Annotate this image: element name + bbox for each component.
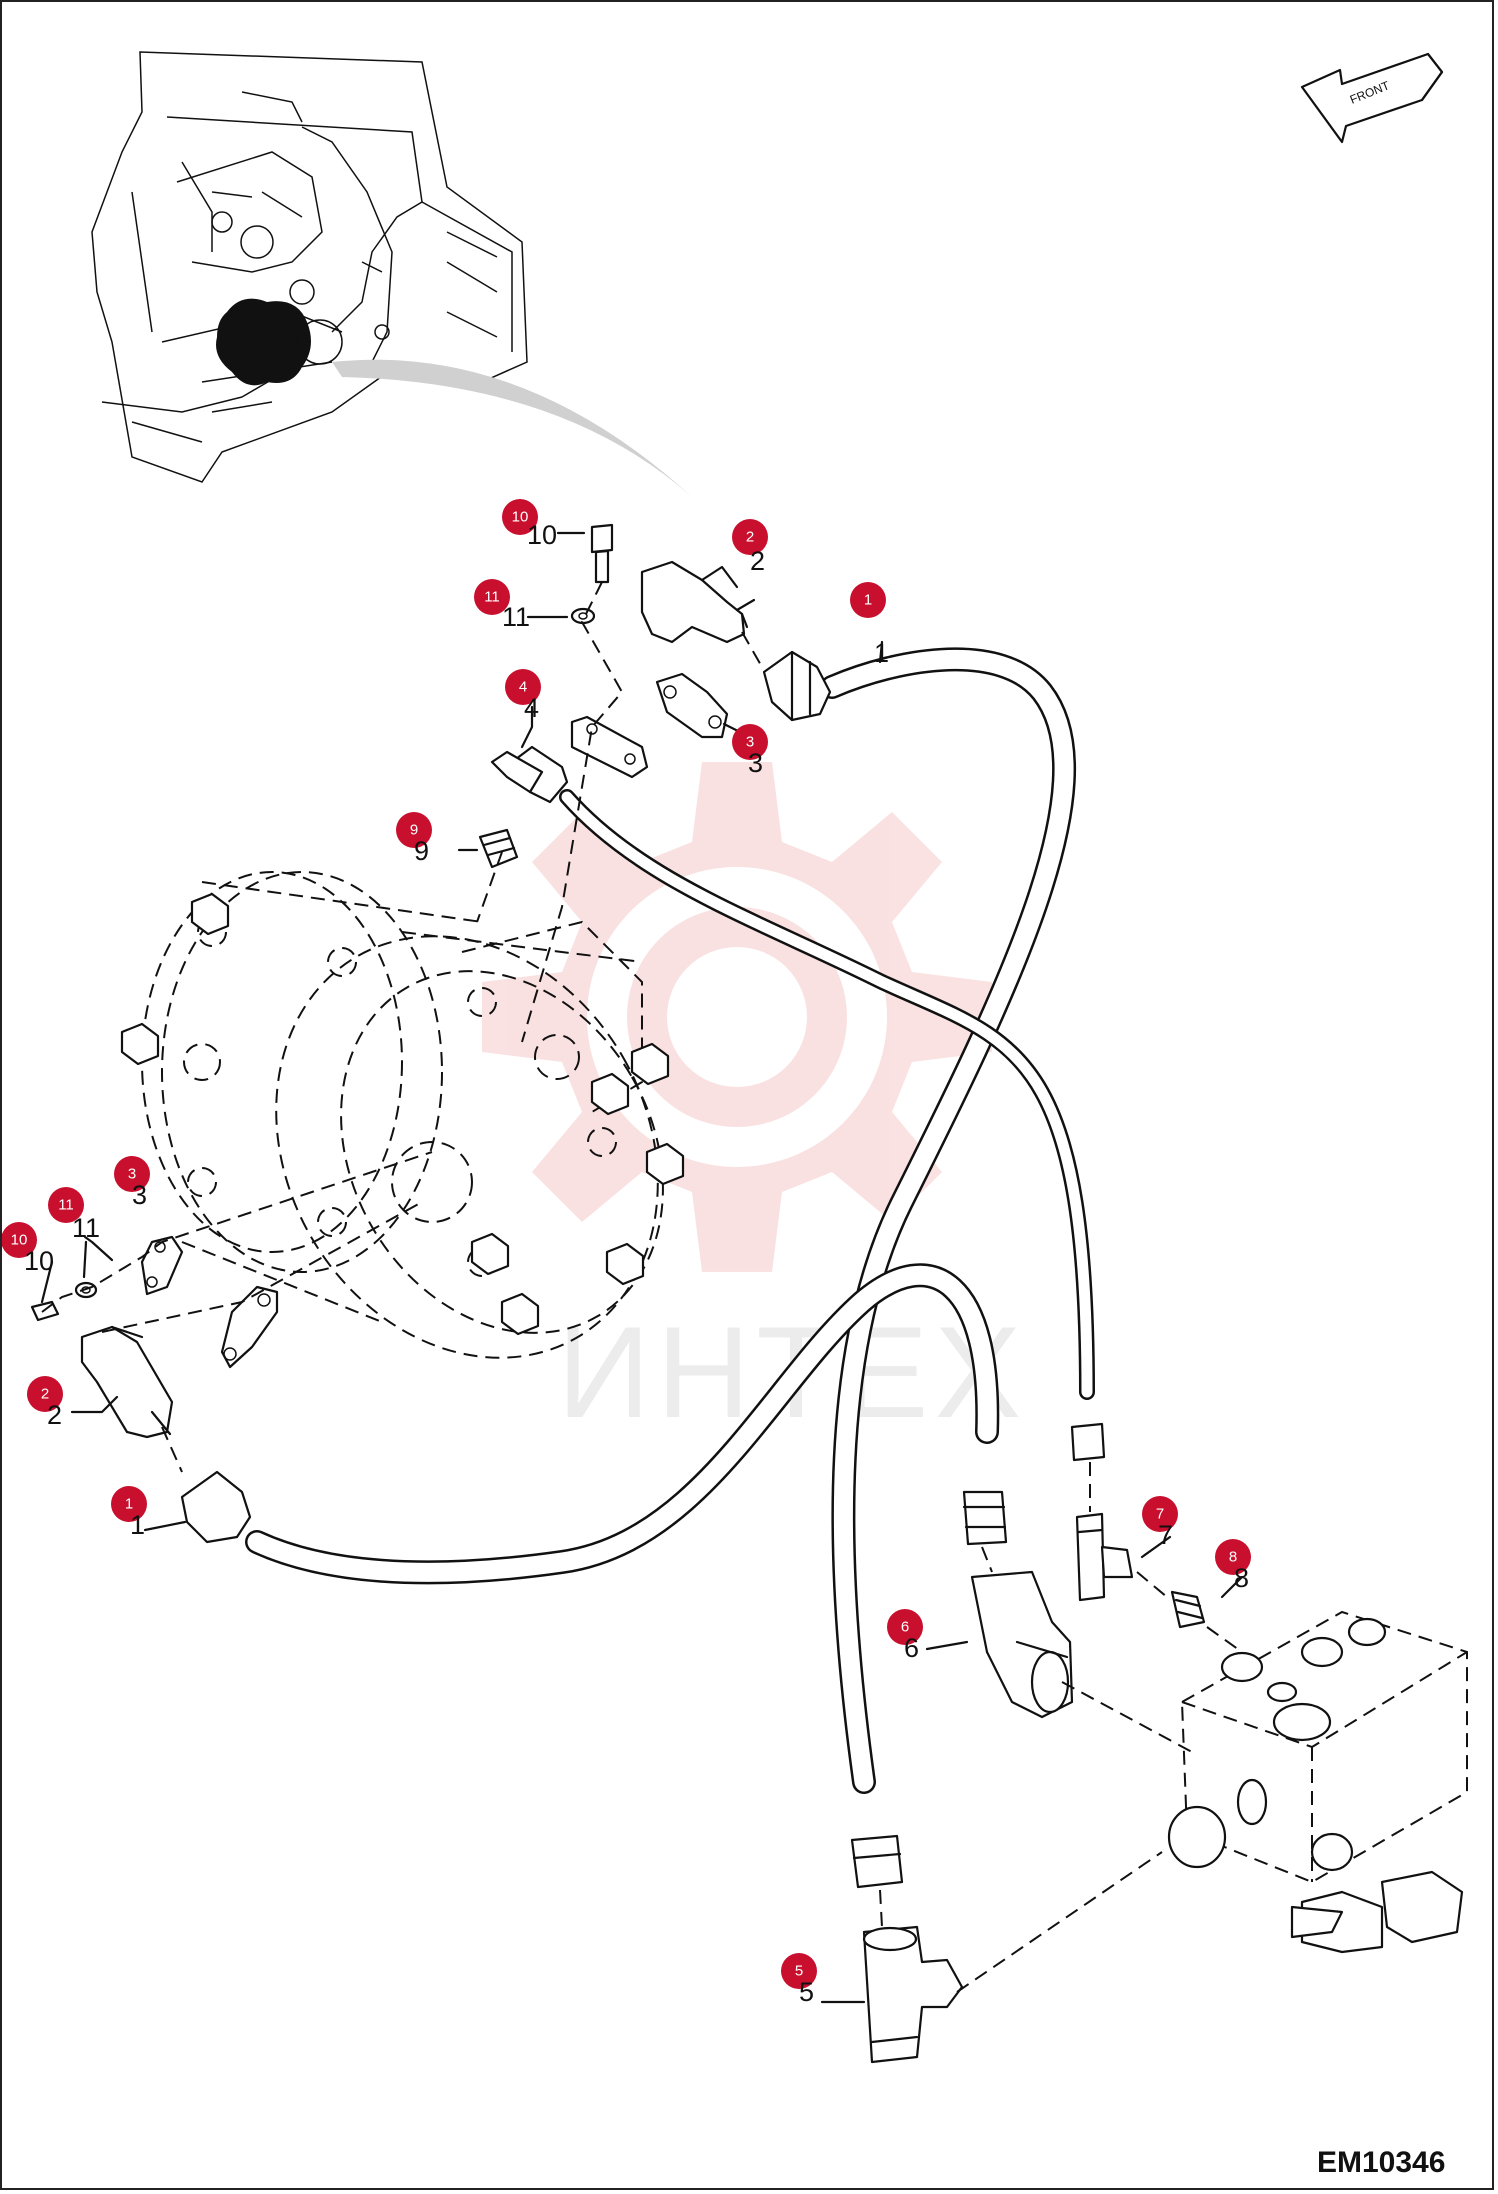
svg-text:2: 2 xyxy=(746,529,754,546)
drawing-code: EM10346 xyxy=(1317,2146,1445,2179)
hydraulic-drive-motor xyxy=(120,871,685,1359)
svg-text:11: 11 xyxy=(58,1197,74,1214)
elbow-fitting-2-upper xyxy=(640,560,749,644)
assembly-guide-lines xyxy=(41,581,1243,1993)
elbow-fitting-6 xyxy=(970,1570,1074,1719)
svg-text:1: 1 xyxy=(130,1510,145,1540)
elbow-fitting-2-lower xyxy=(80,1325,174,1439)
capscrew-upper xyxy=(590,523,614,584)
svg-text:6: 6 xyxy=(901,1619,909,1636)
machine-locator-sketch xyxy=(91,51,692,497)
callout-2-lower: 2 2 xyxy=(27,1376,63,1430)
callout-3-lower: 3 3 xyxy=(114,1156,150,1210)
callout-2-upper: 2 2 xyxy=(732,519,768,576)
svg-text:4: 4 xyxy=(519,679,527,696)
svg-text:9: 9 xyxy=(414,836,429,866)
svg-text:11: 11 xyxy=(72,1213,100,1243)
svg-text:7: 7 xyxy=(1158,1520,1173,1550)
svg-text:2: 2 xyxy=(750,546,765,576)
callout-leader-lines xyxy=(40,531,1244,2004)
split-flange-clamp-3-lower xyxy=(140,1235,184,1296)
callout-10-upper: 10 10 xyxy=(502,499,557,550)
front-direction-arrow: FRONT xyxy=(1300,52,1444,144)
callout-7: 7 7 xyxy=(1142,1496,1178,1550)
hose-upper-long xyxy=(820,647,1076,1794)
callout-8: 8 8 xyxy=(1215,1539,1251,1593)
callout-11-upper: 11 11 xyxy=(474,579,530,632)
svg-text:3: 3 xyxy=(128,1166,136,1183)
svg-text:10: 10 xyxy=(24,1246,54,1276)
callout-4: 4 4 xyxy=(505,669,541,723)
valve-manifold-block xyxy=(1167,1610,1468,1954)
hose-fitting-small-nut xyxy=(1070,1422,1106,1462)
svg-text:8: 8 xyxy=(1229,1549,1237,1566)
callout-1-lower: 1 1 xyxy=(111,1486,147,1540)
svg-text:3: 3 xyxy=(746,734,754,751)
tee-fitting-7 xyxy=(1075,1512,1134,1602)
hose-fitting-nut-bottom xyxy=(850,1834,904,1889)
svg-text:1: 1 xyxy=(874,638,889,668)
hose-lower-long xyxy=(245,1263,1000,1585)
svg-text:4: 4 xyxy=(524,693,539,723)
split-flange-clamp-3-upper xyxy=(655,672,729,739)
callout-9: 9 9 xyxy=(396,812,432,866)
svg-text:5: 5 xyxy=(795,1963,803,1980)
locator-pointer xyxy=(332,359,692,497)
svg-text:1: 1 xyxy=(864,592,872,609)
split-flange-lower xyxy=(220,1285,279,1369)
gauge-hose-end-4 xyxy=(490,745,569,804)
svg-text:5: 5 xyxy=(799,1977,814,2007)
svg-text:7: 7 xyxy=(1156,1506,1164,1523)
callout-10-lower: 10 10 xyxy=(2,1222,54,1276)
elbow-fitting-5 xyxy=(862,1925,964,2064)
svg-text:9: 9 xyxy=(410,822,418,839)
callout-1-upper: 1 1 xyxy=(850,582,889,668)
svg-text:11: 11 xyxy=(502,602,530,632)
svg-text:1: 1 xyxy=(125,1496,133,1513)
svg-text:2: 2 xyxy=(41,1386,49,1403)
washer-upper xyxy=(570,607,596,625)
svg-text:3: 3 xyxy=(748,748,763,778)
callout-5: 5 5 xyxy=(781,1953,817,2007)
split-flange-upper xyxy=(570,715,649,779)
plug-fitting-8 xyxy=(1170,1590,1206,1629)
svg-text:2: 2 xyxy=(47,1400,62,1430)
callout-3-upper: 3 3 xyxy=(732,724,768,778)
svg-text:6: 6 xyxy=(904,1633,919,1663)
hose-small-gauge xyxy=(559,789,1095,1400)
adapter-fitting-9 xyxy=(478,828,519,869)
svg-text:8: 8 xyxy=(1234,1563,1249,1593)
svg-text:10: 10 xyxy=(527,520,557,550)
callout-11-lower: 11 11 xyxy=(48,1187,100,1243)
hose-fitting-nut-upper xyxy=(762,650,832,722)
svg-text:10: 10 xyxy=(11,1232,28,1249)
svg-text:11: 11 xyxy=(484,589,500,606)
svg-text:3: 3 xyxy=(132,1180,147,1210)
hose-fitting-nut-middle xyxy=(962,1490,1008,1546)
svg-text:10: 10 xyxy=(512,509,529,526)
hose-fitting-nut-lower xyxy=(180,1470,252,1544)
callout-6: 6 6 xyxy=(887,1609,923,1663)
